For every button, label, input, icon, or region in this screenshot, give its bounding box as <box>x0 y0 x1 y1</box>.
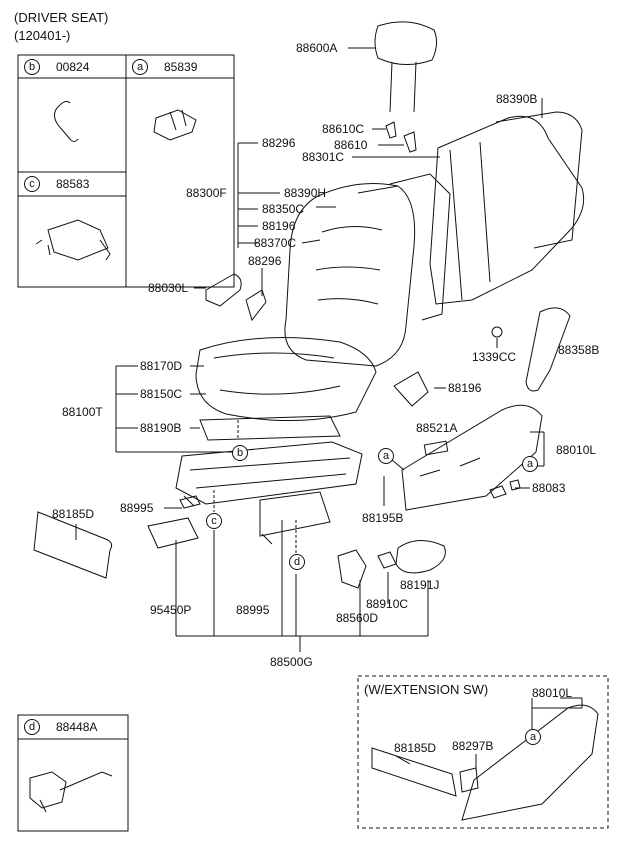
label-88010L: 88010L <box>556 443 597 457</box>
legend-d-frame <box>17 714 129 832</box>
label-88358B: 88358B <box>558 343 600 357</box>
callout-c: c <box>206 513 222 529</box>
cushion-drawing <box>195 337 377 421</box>
callout-a-ext: a <box>525 729 541 745</box>
extension-frame <box>357 675 609 829</box>
label-88370C: 88370C <box>254 236 297 250</box>
callout-d: d <box>289 554 305 570</box>
label-88995-b: 88995 <box>236 603 270 617</box>
extension-title: (W/EXTENSION SW) <box>364 682 489 697</box>
headrest-drawing <box>374 21 438 65</box>
side-trim-drawing <box>33 511 113 579</box>
legend-b-part: 00824 <box>56 60 90 74</box>
diagram-subtitle: (120401-) <box>14 28 71 43</box>
ext-trim-drawing <box>371 747 457 797</box>
motor-drawing <box>35 219 111 261</box>
label-88297B: 88297B <box>452 739 494 753</box>
motor-d-drawing <box>29 771 113 813</box>
callout-b: b <box>232 445 248 461</box>
clip-drawing <box>153 109 197 141</box>
label-88196-b: 88196 <box>448 381 482 395</box>
label-88150C: 88150C <box>140 387 183 401</box>
track-drawing <box>175 441 363 505</box>
label-88185D-ext: 88185D <box>394 741 437 755</box>
legend-b-circle: b <box>24 59 40 75</box>
label-88030L: 88030L <box>148 281 189 295</box>
label-88100T: 88100T <box>62 405 103 419</box>
leader-lines <box>75 47 583 770</box>
legend-c-circle: c <box>24 176 40 192</box>
label-1339CC: 1339CC <box>472 350 517 364</box>
label-88610: 88610 <box>334 138 368 152</box>
legend-d-part: 88448A <box>56 720 98 734</box>
ext-shield-drawing <box>461 704 599 821</box>
legend-d-circle: d <box>24 719 40 735</box>
label-88196-a: 88196 <box>262 219 296 233</box>
label-88195B: 88195B <box>362 511 404 525</box>
label-88610C: 88610C <box>322 122 365 136</box>
legend-a-circle: a <box>132 59 148 75</box>
label-88083: 88083 <box>532 481 566 495</box>
hook-clip-drawing <box>54 100 79 142</box>
label-88191J: 88191J <box>400 578 440 592</box>
label-88350C: 88350C <box>262 202 305 216</box>
label-88995-a: 88995 <box>120 501 154 515</box>
lever-drawing <box>525 307 571 392</box>
legend-a-part: 85839 <box>164 60 198 74</box>
label-88190B: 88190B <box>140 421 182 435</box>
label-88910C: 88910C <box>366 597 409 611</box>
label-88560D: 88560D <box>336 611 379 625</box>
label-88296-b: 88296 <box>248 254 282 268</box>
label-88301C: 88301C <box>302 150 345 164</box>
label-88300F: 88300F <box>186 186 227 200</box>
callout-a-left: a <box>378 448 394 464</box>
side-shield-drawing <box>401 404 543 511</box>
label-88185D: 88185D <box>52 507 95 521</box>
label-88390H: 88390H <box>284 186 327 200</box>
backframe-drawing <box>429 115 585 305</box>
label-88600A: 88600A <box>296 41 338 55</box>
label-88390B: 88390B <box>496 92 538 106</box>
cover-drawing <box>205 273 242 307</box>
diagram-title: (DRIVER SEAT) <box>14 10 109 25</box>
label-88500G: 88500G <box>270 655 313 669</box>
callout-a-right: a <box>522 456 538 472</box>
legend-c-part: 88583 <box>56 177 90 191</box>
label-95450P: 95450P <box>150 603 192 617</box>
label-88296-top: 88296 <box>262 136 296 150</box>
label-88170D: 88170D <box>140 359 183 373</box>
label-88010L-ext: 88010L <box>532 686 573 700</box>
backrest-drawing <box>284 183 416 367</box>
label-88521A: 88521A <box>416 421 458 435</box>
